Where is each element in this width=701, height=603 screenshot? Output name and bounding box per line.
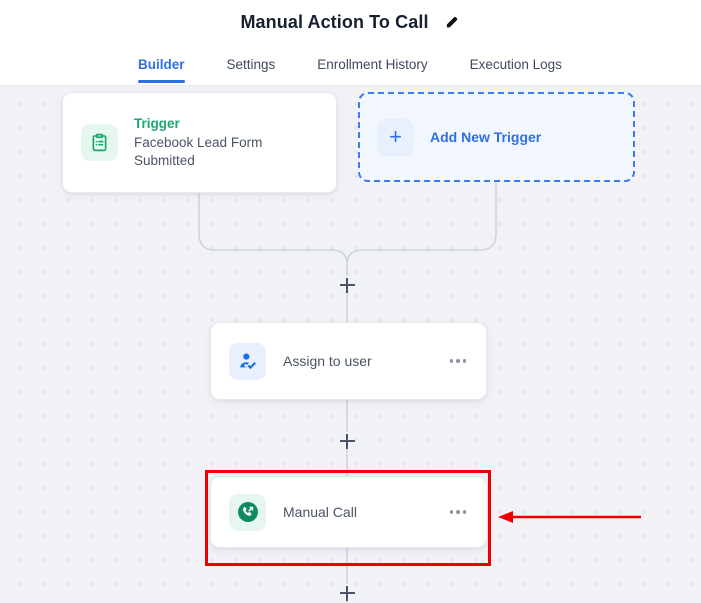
add-new-trigger-card[interactable]: + Add New Trigger xyxy=(358,92,635,182)
page-title: Manual Action To Call xyxy=(240,11,429,32)
trigger-text-group: Trigger Facebook Lead Form Submitted xyxy=(134,115,304,169)
add-new-trigger-label: Add New Trigger xyxy=(430,129,542,145)
node-manual-call[interactable]: Manual Call xyxy=(210,476,487,548)
node-assign-to-user[interactable]: Assign to user xyxy=(210,322,487,400)
workflow-canvas[interactable]: Trigger Facebook Lead Form Submitted + A… xyxy=(0,86,701,603)
plus-glyph: + xyxy=(389,124,402,149)
connector-lines xyxy=(198,182,497,603)
trigger-card[interactable]: Trigger Facebook Lead Form Submitted xyxy=(62,92,337,193)
more-options-icon[interactable] xyxy=(449,510,466,514)
tab-settings[interactable]: Settings xyxy=(226,56,276,72)
trigger-description: Facebook Lead Form Submitted xyxy=(134,135,263,168)
tab-execution-logs[interactable]: Execution Logs xyxy=(469,56,562,72)
trigger-label: Trigger xyxy=(134,116,180,132)
tab-enrollment-history[interactable]: Enrollment History xyxy=(317,56,428,72)
node-label: Assign to user xyxy=(283,353,372,369)
tab-bar: Builder Settings Enrollment History Exec… xyxy=(0,44,701,86)
pencil-icon[interactable] xyxy=(443,13,461,31)
add-step-after-trigger-button[interactable] xyxy=(338,276,356,294)
add-step-after-assign-to-user-button[interactable] xyxy=(338,432,356,450)
user-check-icon xyxy=(229,342,266,380)
page-header: Manual Action To Call xyxy=(0,0,701,44)
clipboard-form-icon xyxy=(81,124,118,161)
tab-builder[interactable]: Builder xyxy=(138,47,185,83)
phone-outgoing-icon xyxy=(229,493,266,531)
title-group: Manual Action To Call xyxy=(240,12,460,33)
plus-icon: + xyxy=(377,118,414,156)
more-options-icon[interactable] xyxy=(449,359,466,363)
node-label: Manual Call xyxy=(283,504,357,520)
add-step-after-manual-call-button[interactable] xyxy=(338,584,356,602)
